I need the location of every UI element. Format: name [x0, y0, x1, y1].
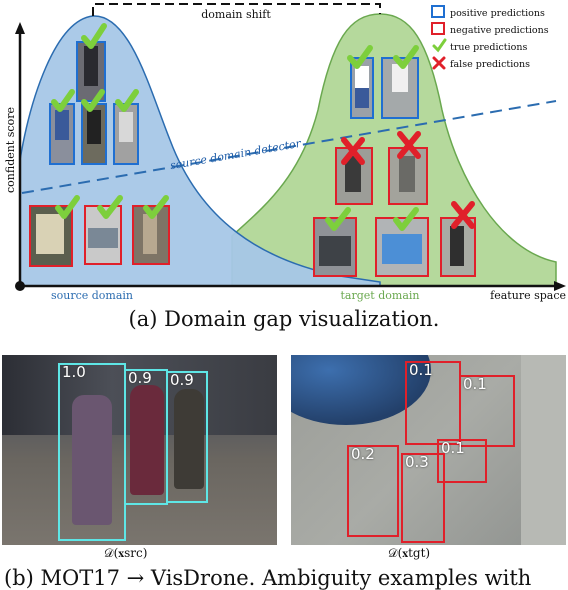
detection-box: 0.1 [459, 375, 515, 447]
check-icon [81, 89, 105, 112]
detection-score: 0.9 [170, 371, 194, 389]
target-example-image: 0.1 0.1 0.1 0.2 0.3 [291, 355, 566, 545]
sidewalk-strip [521, 355, 566, 545]
caption-a: (a) Domain gap visualization. [128, 307, 440, 331]
domain-shift-bracket [92, 3, 381, 16]
detection-score: 0.1 [463, 375, 487, 393]
detection-box: 0.1 [405, 361, 461, 445]
detection-score: 0.1 [441, 439, 465, 457]
blue-square-icon [431, 5, 445, 18]
caption-b: (b) MOT17 → VisDrone. Ambiguity examples… [4, 566, 532, 590]
source-sample-4 [113, 103, 139, 165]
check-icon [393, 207, 419, 231]
pedestrian [130, 385, 164, 495]
source-domain-label: source domain [51, 289, 133, 302]
check-icon [55, 195, 80, 219]
detection-box: 0.9 [166, 371, 208, 503]
target-sample-2 [381, 57, 419, 119]
target-domain-label: target domain [341, 289, 420, 302]
domain-shift-label: domain shift [201, 8, 271, 21]
red-cross-icon [432, 56, 446, 70]
cross-icon [451, 201, 475, 229]
detection-box: 1.0 [58, 363, 126, 541]
x-axis-arrow-icon [554, 281, 566, 291]
y-axis-arrow-icon [15, 22, 25, 34]
check-icon [51, 89, 75, 112]
source-sample-6 [84, 205, 122, 265]
target-sample-3 [335, 147, 373, 205]
cross-icon [397, 131, 421, 159]
detection-score: 0.2 [351, 445, 375, 463]
domain-gap-figure: domain shift confident score source doma… [4, 3, 566, 302]
x-axis-label: feature space [490, 289, 566, 302]
check-icon [347, 45, 373, 69]
legend: positive predictions negative prediction… [431, 5, 549, 70]
detector-boundary-line [21, 100, 557, 194]
legend-item-positive: positive predictions [450, 8, 545, 19]
detector-label: source domain detector [169, 137, 302, 172]
check-icon [325, 207, 351, 231]
target-sample-4 [388, 147, 428, 205]
check-icon [393, 45, 419, 69]
red-square-icon [431, 22, 445, 35]
legend-item-false: false predictions [450, 59, 530, 70]
origin-dot [15, 281, 25, 291]
detection-box: 0.1 [437, 439, 487, 483]
cross-icon [341, 137, 365, 165]
pedestrian [174, 389, 204, 489]
detection-score: 0.9 [128, 369, 152, 387]
legend-item-negative: negative predictions [450, 25, 549, 36]
check-icon [97, 195, 123, 219]
target-subfigure-label: 𝒟(𝐱tgt) [388, 546, 431, 560]
detection-score: 0.3 [405, 453, 429, 471]
detection-box: 0.9 [124, 369, 168, 505]
check-icon [143, 195, 169, 219]
detection-box: 0.3 [401, 453, 445, 543]
source-sample-1 [76, 41, 106, 102]
target-sample-1 [350, 57, 374, 119]
legend-item-true: true predictions [450, 42, 527, 53]
source-sample-3 [81, 103, 107, 165]
detection-score: 0.1 [409, 361, 433, 379]
detection-score: 1.0 [62, 363, 86, 381]
green-check-icon [432, 38, 447, 53]
check-icon [81, 23, 107, 49]
source-example-image: 1.0 0.9 0.9 [2, 355, 277, 545]
pedestrian [72, 395, 112, 525]
source-subfigure-label: 𝒟(𝐱src) [104, 546, 148, 560]
y-axis-label: confident score [4, 107, 17, 193]
check-icon [115, 89, 139, 112]
source-sample-2 [49, 103, 75, 165]
detection-box: 0.2 [347, 445, 399, 537]
